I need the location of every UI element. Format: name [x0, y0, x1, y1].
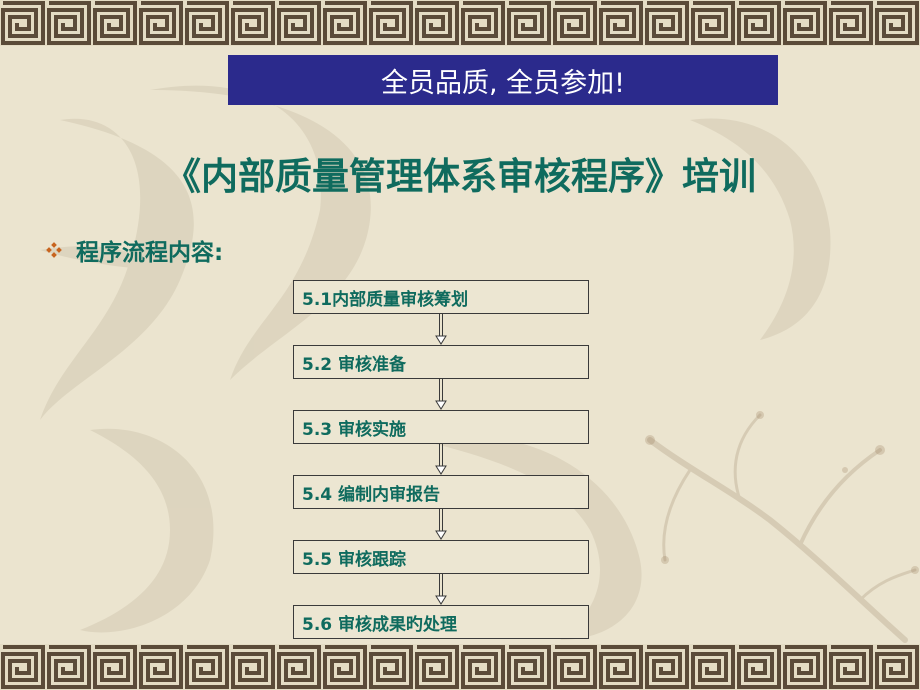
flow-arrow-4 — [435, 509, 447, 540]
flow-arrow-5 — [435, 574, 447, 605]
background-blossoms — [645, 411, 919, 574]
slide-title: 《内部质量管理体系审核程序》培训 — [164, 155, 756, 198]
bottom-fret-border — [0, 644, 920, 690]
flow-step-3: 5.3 审核实施 — [293, 410, 589, 444]
diamond-bullet-icon — [46, 242, 62, 258]
flow-step-5: 5.5 审核跟踪 — [293, 540, 589, 574]
flow-step-1: 5.1内部质量审核筹划 — [293, 280, 589, 314]
slogan-banner: 全员品质, 全员参加! — [228, 55, 778, 105]
bullet-heading-text: 程序流程内容: — [76, 240, 224, 266]
flow-arrow-3 — [435, 444, 447, 475]
flow-step-4: 5.4 编制内审报告 — [293, 475, 589, 509]
background-branch — [647, 413, 917, 643]
flow-step-6: 5.6 审核成果旳处理 — [293, 605, 589, 639]
top-fret-border — [0, 0, 920, 46]
bullet-heading: 程序流程内容: — [46, 233, 223, 267]
flow-arrow-1 — [435, 314, 447, 345]
slogan-text: 全员品质, 全员参加! — [381, 67, 625, 99]
flow-arrow-2 — [435, 379, 447, 410]
flow-step-2: 5.2 审核准备 — [293, 345, 589, 379]
